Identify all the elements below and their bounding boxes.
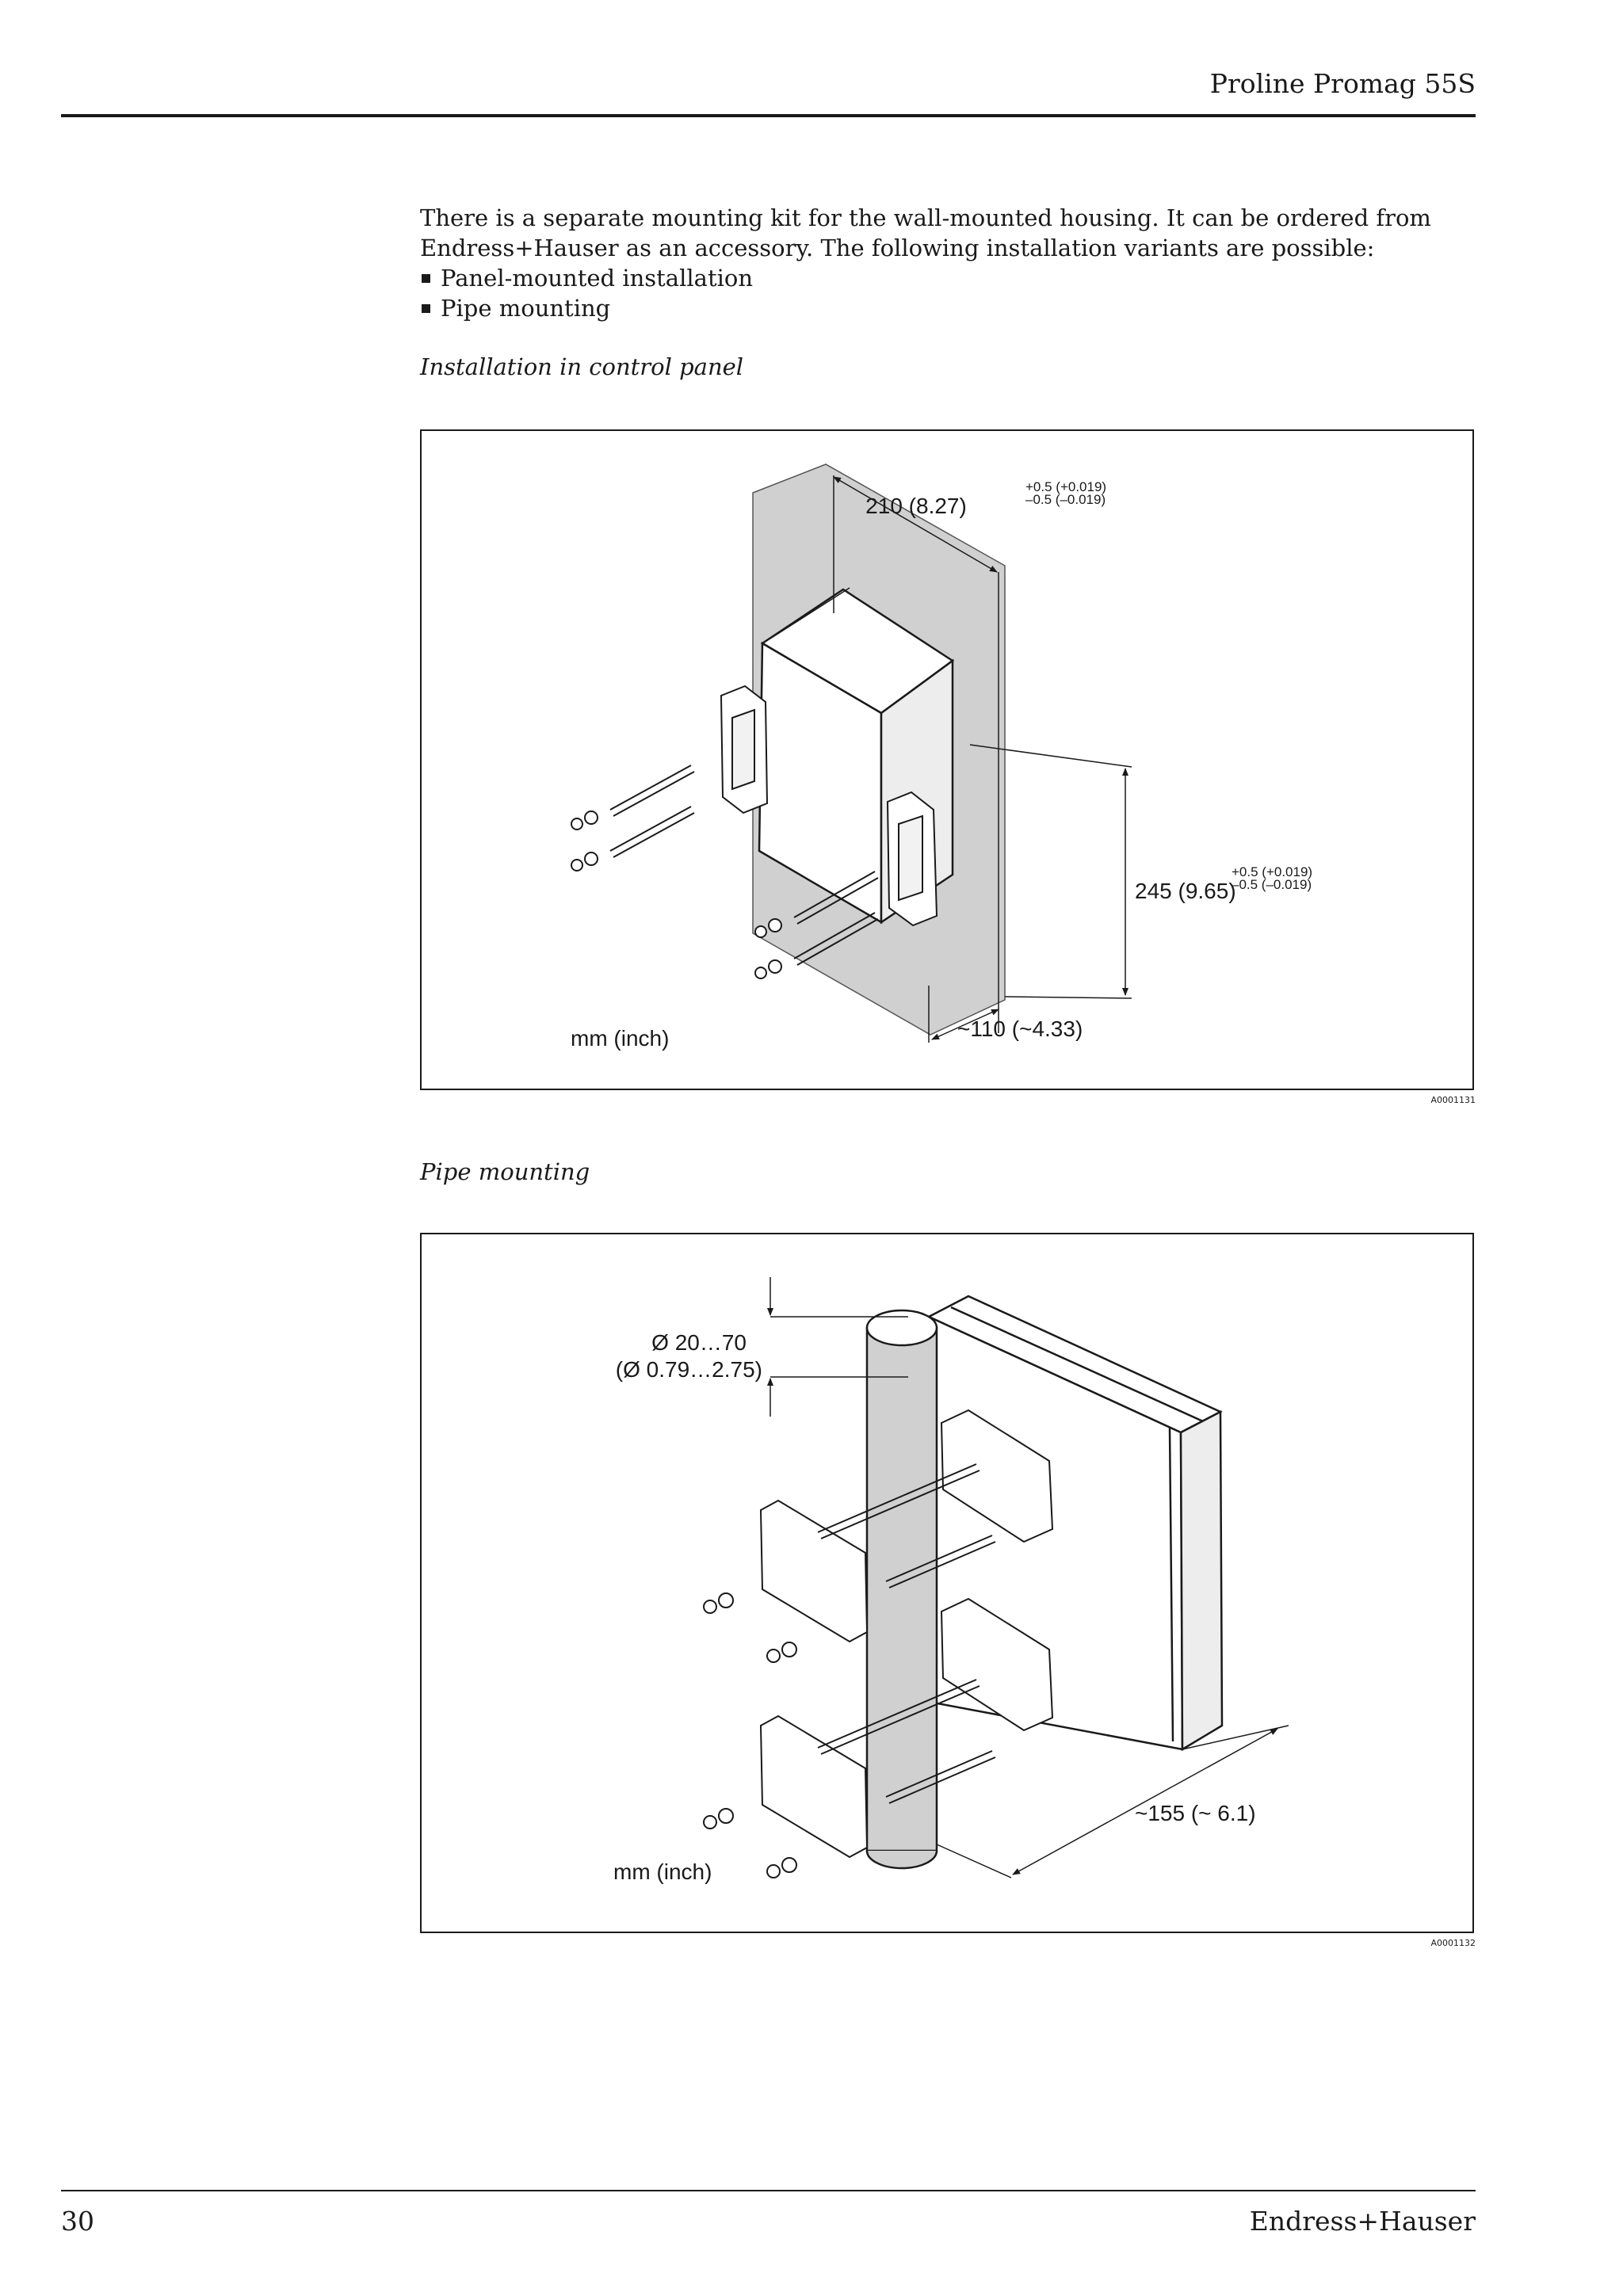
running-header-title: Proline Promag 55S: [1209, 68, 1476, 99]
dimension-depth: [936, 1725, 1289, 1878]
figure-pipe-mounting: Ø 20…70 (Ø 0.79…2.75) ~155 (~ 6.1) mm (i…: [420, 1233, 1474, 1933]
footer-brand: Endress+Hauser: [1249, 2206, 1476, 2237]
dim-height-label: 245 (9.65): [1135, 879, 1236, 903]
unit-label-panel: mm (inch): [571, 1026, 669, 1051]
dimension-width: [833, 475, 999, 1033]
threaded-rods: [817, 1463, 996, 1804]
intro-paragraph: There is a separate mounting kit for the…: [420, 204, 1431, 261]
variant-item-pipe: Pipe mounting: [420, 293, 1474, 323]
dimension-pipe-diameter: [767, 1277, 908, 1417]
rear-brackets: [940, 1409, 1054, 1732]
figure-caption-pipe: Pipe mounting: [420, 1158, 590, 1185]
footer-rule: [61, 2190, 1476, 2191]
dim-width-tol-plus: +0.5 (+0.019): [1025, 479, 1106, 494]
nuts-and-washers: [571, 810, 782, 979]
dimension-depth: [928, 986, 999, 1043]
unit-label-pipe: mm (inch): [613, 1859, 712, 1884]
dim-width-tol-minus: –0.5 (–0.019): [1025, 492, 1106, 507]
threaded-rods: [609, 765, 879, 966]
pipe-mounting-drawing: Ø 20…70 (Ø 0.79…2.75) ~155 (~ 6.1) mm (i…: [613, 1277, 1289, 1884]
dim-depth-label: ~110 (~4.33): [957, 1016, 1083, 1041]
clamp-plates: [759, 1499, 869, 1859]
dim-width-label: 210 (8.27): [865, 494, 967, 518]
figure-id-pipe: A0001132: [1430, 1938, 1476, 1948]
figure-id-panel: A0001131: [1430, 1095, 1476, 1105]
pipe: [865, 1309, 938, 1870]
dim-height-tol-plus: +0.5 (+0.019): [1232, 864, 1312, 879]
mounting-bracket-left: [720, 685, 769, 814]
dim-diameter-inch-label: (Ø 0.79…2.75): [616, 1357, 762, 1382]
figure-caption-panel: Installation in control panel: [420, 353, 744, 380]
nuts-and-washers: [703, 1592, 797, 1878]
dim-diameter-label: Ø 20…70: [651, 1330, 747, 1355]
mounting-bracket-right: [886, 791, 938, 927]
variant-item-panel: Panel-mounted installation: [420, 263, 1474, 293]
dimension-height: [969, 744, 1132, 999]
intro-section: There is a separate mounting kit for the…: [420, 203, 1474, 323]
header-rule: [61, 114, 1476, 117]
dim-height-tol-minus: –0.5 (–0.019): [1232, 877, 1312, 892]
panel-installation-drawing: 210 (8.27) +0.5 (+0.019) –0.5 (–0.019) 2…: [571, 463, 1312, 1051]
dim-depth-label: ~155 (~ 6.1): [1135, 1801, 1256, 1825]
figure-panel-installation: 210 (8.27) +0.5 (+0.019) –0.5 (–0.019) 2…: [420, 429, 1474, 1090]
page-number: 30: [61, 2206, 94, 2237]
variant-list: Panel-mounted installation Pipe mounting: [420, 263, 1474, 323]
